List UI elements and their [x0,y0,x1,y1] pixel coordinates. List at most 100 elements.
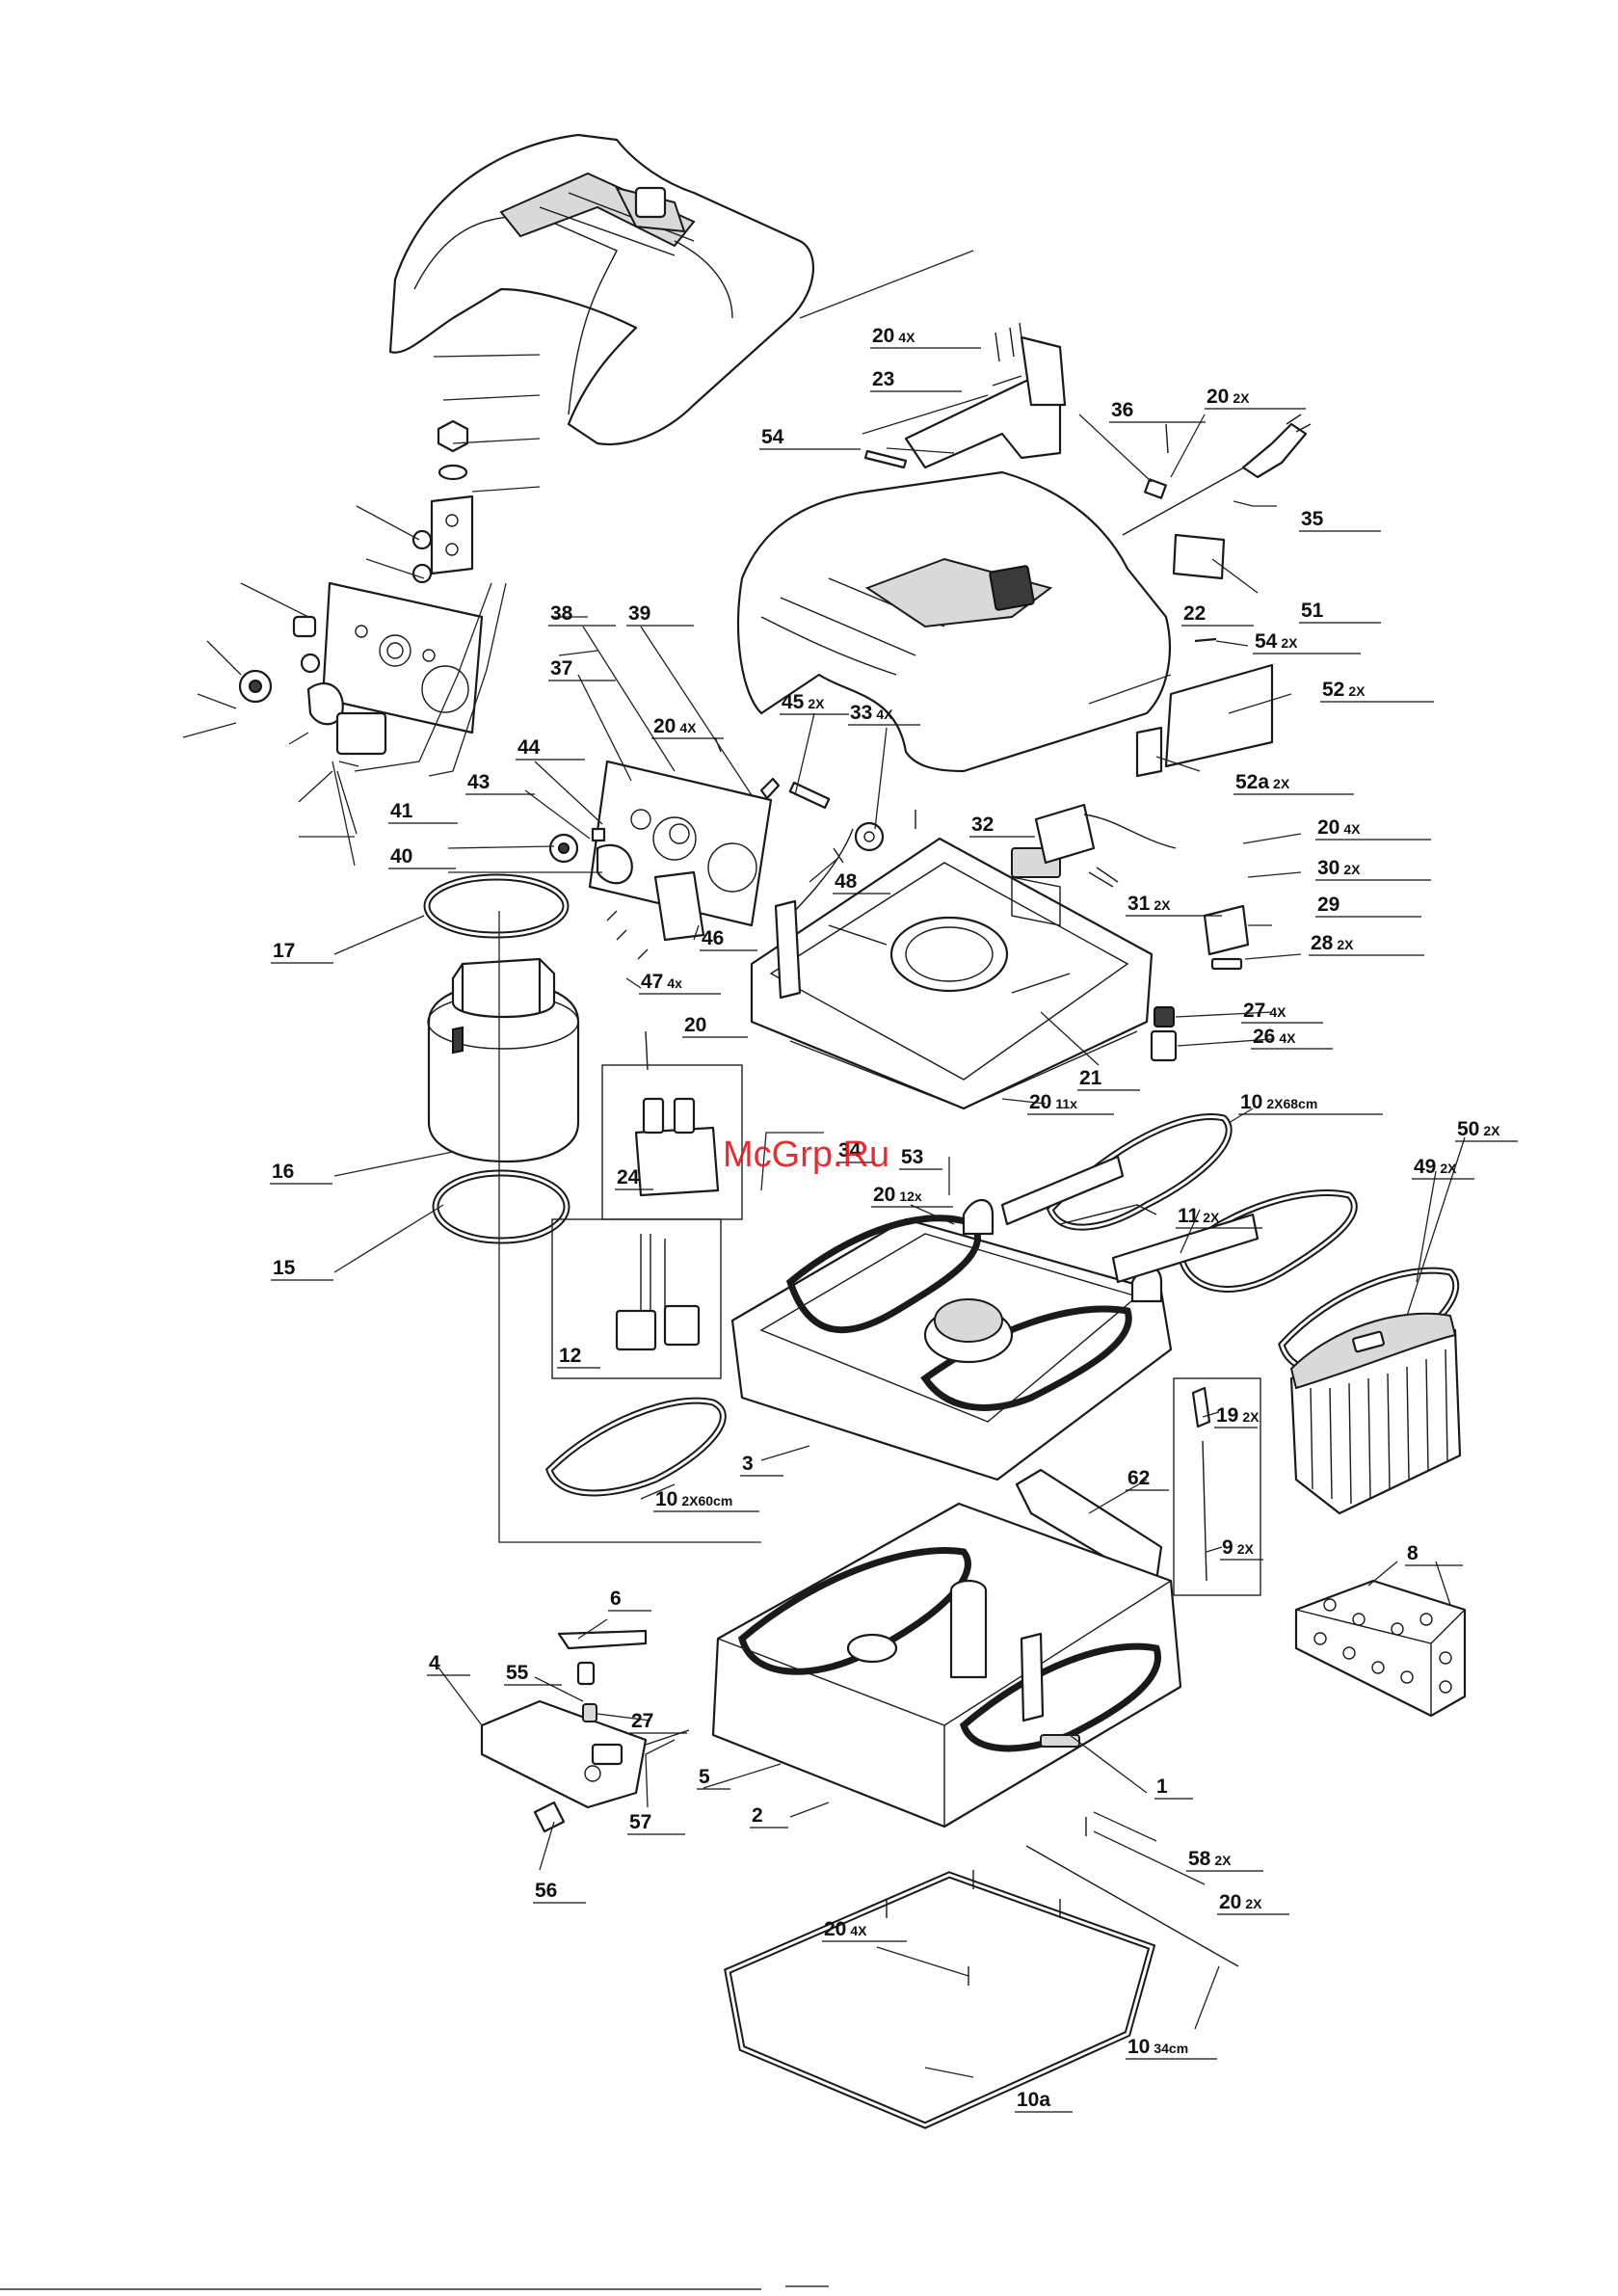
switch-24 [636,1099,718,1195]
svg-text:2X: 2X [1242,1409,1260,1425]
label-32: 32 [969,814,1035,837]
svg-text:2X: 2X [1203,1210,1220,1225]
svg-text:29: 29 [1317,894,1339,916]
switch-panel-left [240,583,482,766]
svg-text:2X: 2X [1233,390,1250,406]
label-2: 2 [750,1804,788,1828]
label-17: 17 [271,940,333,963]
svg-text:2X: 2X [1483,1123,1500,1138]
svg-text:9: 9 [1222,1536,1233,1559]
svg-text:26: 26 [1253,1026,1275,1048]
svg-text:12: 12 [559,1345,581,1367]
svg-text:20: 20 [873,1184,895,1206]
label-8: 8 [1405,1542,1463,1565]
svg-text:4x: 4x [667,975,682,991]
svg-text:20: 20 [1029,1091,1051,1113]
svg-text:27: 27 [1243,1000,1265,1022]
svg-text:12x: 12x [899,1188,922,1204]
label-29: 29 [1315,894,1421,917]
svg-text:2X68cm: 2X68cm [1266,1096,1317,1111]
svg-text:34cm: 34cm [1154,2041,1188,2056]
svg-text:4: 4 [429,1652,440,1674]
svg-text:44: 44 [517,736,541,759]
label-20-h: 20 2X [1217,1891,1289,1914]
svg-text:38: 38 [550,602,573,625]
svg-text:21: 21 [1079,1067,1102,1089]
label-16: 16 [270,1161,332,1184]
label-35: 35 [1299,508,1381,531]
base-frame [728,1846,1238,2125]
label-46: 46 [700,927,757,950]
svg-text:2X: 2X [1348,683,1366,699]
handle-small-parts [413,421,472,582]
motor-cover [738,472,1170,771]
label-27-b: 27 [629,1710,687,1733]
label-47: 474x [639,971,721,994]
svg-text:53: 53 [901,1146,923,1168]
label-40: 40 [388,845,456,868]
label-54-b: 542X [1253,630,1361,654]
svg-text:48: 48 [835,870,858,893]
svg-text:20: 20 [1207,386,1229,408]
foam-block [1296,1581,1465,1716]
label-57: 57 [627,1811,685,1834]
svg-text:57: 57 [629,1811,651,1833]
label-39: 39 [626,602,694,626]
svg-text:35: 35 [1301,508,1324,530]
label-27-a: 274X [1241,1000,1323,1023]
svg-text:27: 27 [631,1710,653,1732]
label-1: 1 [1154,1775,1193,1799]
svg-text:28: 28 [1311,932,1334,954]
label-20-d: 204X [1315,816,1431,840]
label-20-a: 204X [870,325,981,348]
label-55: 55 [504,1662,562,1685]
svg-text:16: 16 [272,1161,294,1183]
svg-text:52a: 52a [1235,771,1269,793]
label-5: 5 [697,1766,730,1789]
svg-text:56: 56 [535,1880,557,1902]
svg-text:2X: 2X [1245,1896,1262,1911]
svg-text:6: 6 [610,1588,622,1610]
svg-text:36: 36 [1111,399,1133,421]
label-37: 37 [548,657,616,681]
svg-text:2X: 2X [1273,776,1290,791]
top-handle-cover [390,135,813,444]
svg-text:20: 20 [1317,816,1339,839]
label-51: 51 [1299,600,1381,623]
svg-text:31: 31 [1127,893,1151,915]
svg-text:4X: 4X [898,330,915,345]
svg-text:10a: 10a [1017,2089,1050,2111]
svg-text:51: 51 [1301,600,1324,622]
svg-text:8: 8 [1407,1542,1419,1564]
label-10a: 10a [1015,2089,1073,2112]
label-15: 15 [271,1257,333,1280]
svg-text:2X: 2X [1237,1541,1255,1557]
svg-text:3: 3 [742,1453,754,1475]
svg-text:1: 1 [1156,1775,1168,1798]
label-56: 56 [533,1880,586,1903]
watermark: McGrp.Ru [723,1135,889,1175]
label-20-f: 20 11x [1027,1091,1114,1114]
label-22: 22 [1181,602,1254,626]
svg-text:11x: 11x [1055,1096,1077,1111]
svg-text:54: 54 [1255,630,1278,653]
svg-text:2X: 2X [808,696,825,711]
label-19: 192X [1214,1404,1260,1428]
svg-text:49: 49 [1414,1156,1436,1178]
svg-text:20: 20 [653,715,676,737]
label-44: 44 [516,736,585,760]
label-58: 582X [1186,1848,1263,1871]
svg-text:11: 11 [1178,1205,1200,1227]
svg-text:4X: 4X [1343,821,1361,837]
power-cord [1123,414,1311,535]
svg-text:4X: 4X [1269,1004,1286,1020]
svg-text:20: 20 [1219,1891,1241,1913]
